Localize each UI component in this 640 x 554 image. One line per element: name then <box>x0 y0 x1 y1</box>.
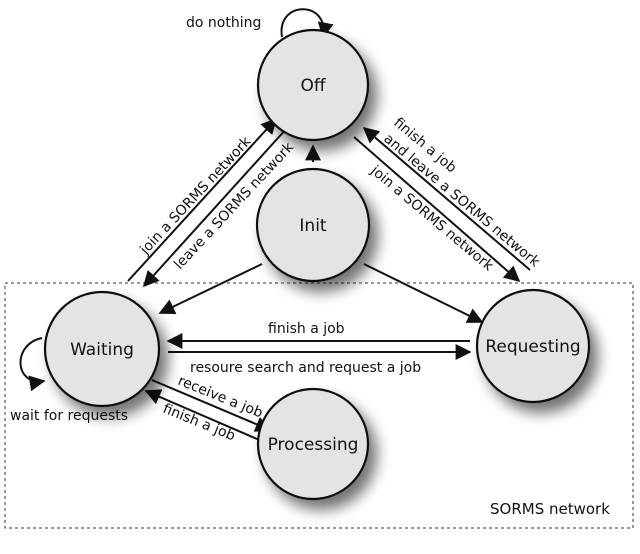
edge-requesting-to-off <box>362 126 531 271</box>
state-off: Off <box>256 28 370 142</box>
label-do-nothing: do nothing <box>186 15 261 31</box>
label-wait-for-requests: wait for requests <box>10 408 128 424</box>
label-finish-job-top: finish a job <box>268 321 345 337</box>
edge-waiting-self-loop <box>19 337 46 392</box>
state-waiting-label: Waiting <box>70 340 134 360</box>
state-off-label: Off <box>300 76 326 96</box>
edge-processing-to-waiting <box>144 389 265 443</box>
edge-off-self-loop <box>280 8 334 39</box>
state-init-label: Init <box>299 216 327 236</box>
sorms-network-region <box>4 282 634 529</box>
state-init: Init <box>255 167 371 283</box>
edge-waiting-to-off <box>127 117 278 282</box>
edge-off-to-waiting <box>142 127 288 288</box>
edge-init-to-waiting <box>158 263 263 314</box>
state-processing-label: Processing <box>268 435 359 455</box>
state-requesting-label: Requesting <box>485 337 580 357</box>
state-waiting: Waiting <box>43 290 161 408</box>
edge-off-to-requesting <box>353 136 521 283</box>
label-resource-search: resoure search and request a job <box>190 360 421 376</box>
sorms-network-label: SORMS network <box>490 500 610 518</box>
edge-waiting-to-processing <box>151 379 272 432</box>
state-requesting: Requesting <box>475 288 591 404</box>
state-processing: Processing <box>256 387 370 501</box>
edge-init-to-requesting <box>363 263 484 323</box>
